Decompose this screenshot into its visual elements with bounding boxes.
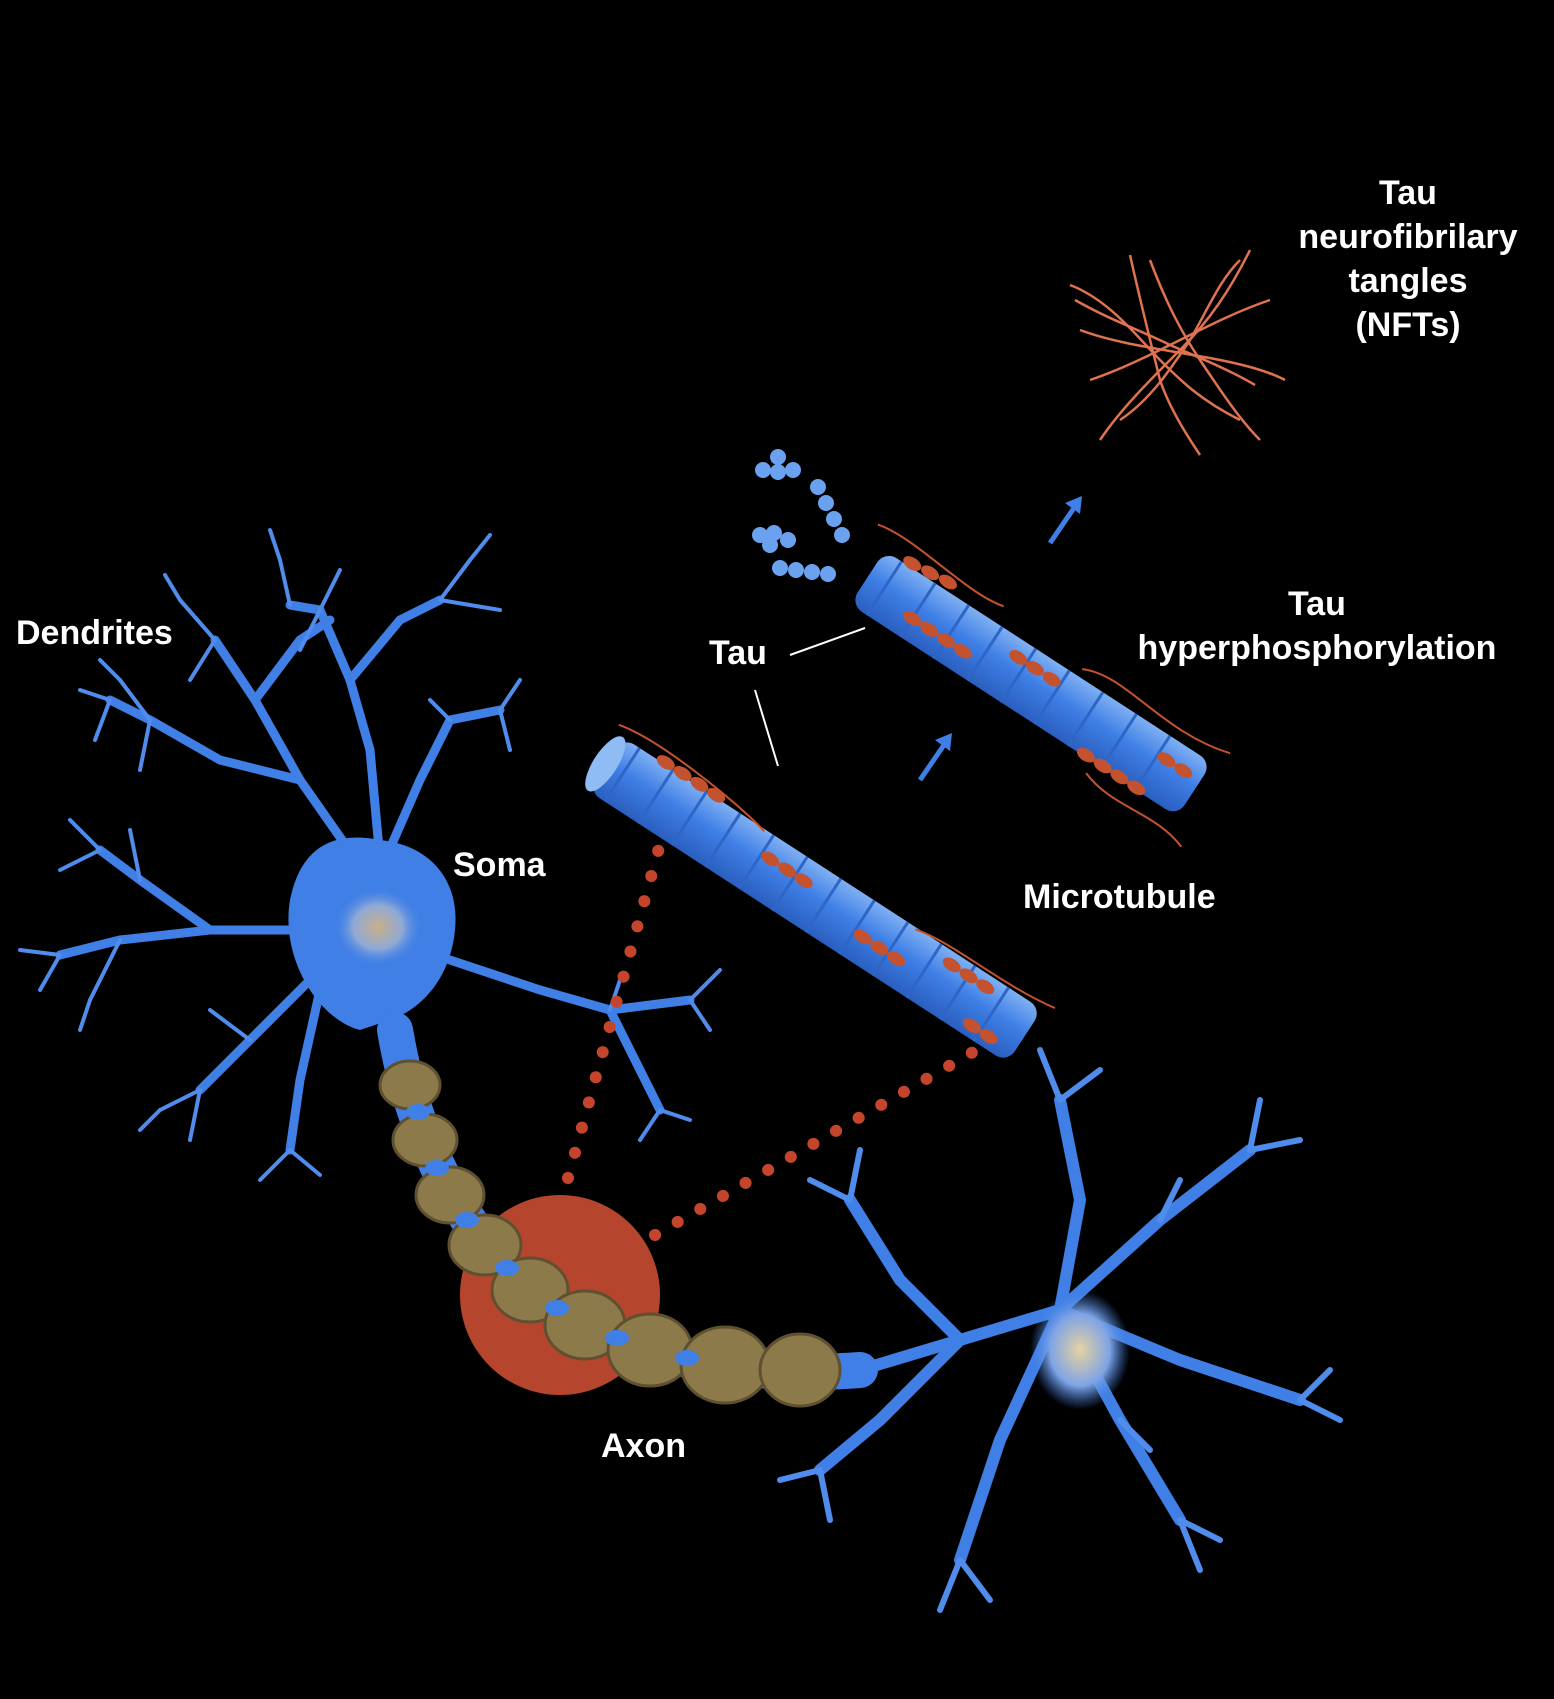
label-nfts-line-4: (NFTs) — [1355, 306, 1461, 344]
microtubule-healthy — [585, 723, 1056, 1058]
arrow-to-hyperphosphorylation — [917, 733, 952, 782]
label-soma: Soma — [453, 846, 546, 884]
label-nfts: Tau neurofibrilary tangles (NFTs) — [1278, 171, 1538, 347]
tau-pointer-lines — [754, 627, 866, 767]
label-nfts-line-3: tangles — [1348, 262, 1468, 300]
nucleus — [333, 887, 423, 967]
tubulin-subunits — [752, 449, 850, 582]
arrow-to-tangles — [1047, 496, 1082, 545]
label-hyperphosphorylation-line-1: Tau — [1288, 585, 1346, 623]
tau-proteins-detaching — [903, 556, 1193, 796]
nodes-of-ranvier — [406, 1104, 699, 1366]
terminal-bouton — [1030, 1290, 1130, 1410]
label-dendrites: Dendrites — [16, 614, 173, 652]
label-hyperphosphorylation: Tau hyperphosphorylation — [1112, 582, 1522, 670]
axon-terminal — [777, 1047, 1343, 1613]
neurofibrillary-tangles — [1069, 249, 1286, 456]
tau-proteins-bound — [656, 755, 998, 1045]
label-axon: Axon — [601, 1427, 686, 1465]
label-microtubule: Microtubule — [1023, 878, 1216, 916]
label-tau: Tau — [709, 634, 767, 672]
label-hyperphosphorylation-line-2: hyperphosphorylation — [1137, 629, 1497, 667]
microtubule-hyperphosphorylated — [855, 523, 1231, 848]
label-nfts-line-1: Tau — [1379, 174, 1437, 212]
zoom-dotted-lines — [562, 784, 1026, 1241]
dendrite-tree — [18, 528, 722, 1182]
label-nfts-line-2: neurofibrilary — [1298, 218, 1518, 256]
